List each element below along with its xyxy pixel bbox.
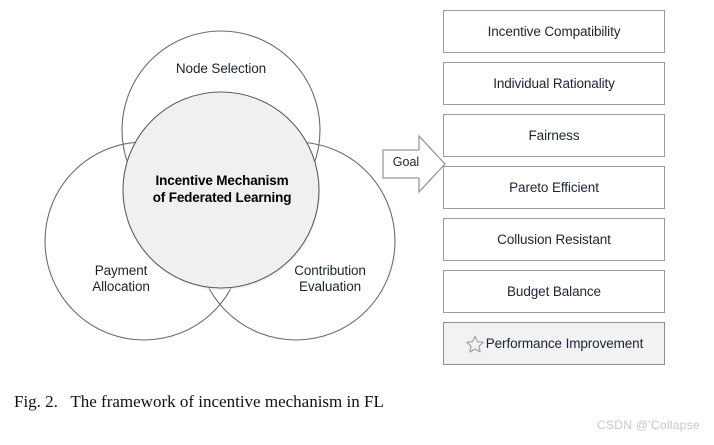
venn-diagram: Node Selection Payment Allocation Contri…	[44, 30, 396, 341]
goal-list: Incentive Compatibility Individual Ratio…	[443, 10, 667, 365]
goal-box-label: Collusion Resistant	[497, 232, 611, 247]
goal-box-individual-rationality[interactable]: Individual Rationality	[443, 62, 665, 105]
goal-box-budget-balance[interactable]: Budget Balance	[443, 270, 665, 313]
venn-circles-svg	[44, 30, 396, 341]
goal-box-label: Fairness	[528, 128, 580, 143]
goal-box-label: Incentive Compatibility	[487, 24, 621, 39]
venn-label-payment-allocation: Payment Allocation	[92, 263, 150, 294]
star-outline-icon	[465, 334, 485, 354]
goal-box-incentive-compatibility[interactable]: Incentive Compatibility	[443, 10, 665, 53]
watermark: CSDN @'Collapse	[596, 418, 700, 432]
figure-caption: Fig. 2. The framework of incentive mecha…	[14, 392, 384, 411]
goal-box-label: Budget Balance	[507, 284, 601, 299]
goal-box-pareto-efficient[interactable]: Pareto Efficient	[443, 166, 665, 209]
goal-box-label: Pareto Efficient	[509, 180, 599, 195]
goal-box-performance-improvement[interactable]: Performance Improvement	[443, 322, 665, 365]
goal-box-label: Performance Improvement	[485, 336, 644, 351]
goal-box-collusion-resistant[interactable]: Collusion Resistant	[443, 218, 665, 261]
circle-incentive-mechanism	[122, 91, 320, 289]
goal-arrow-label: Goal	[392, 155, 420, 169]
venn-label-contribution-evaluation: Contribution Evaluation	[294, 263, 366, 294]
goal-box-fairness[interactable]: Fairness	[443, 114, 665, 157]
venn-center-label: Incentive Mechanism of Federated Learnin…	[152, 173, 292, 205]
right-block-arrow-icon	[382, 134, 446, 194]
goal-box-label: Individual Rationality	[493, 76, 615, 91]
venn-label-node-selection: Node Selection	[175, 61, 267, 76]
goal-arrow: Goal	[381, 133, 447, 195]
